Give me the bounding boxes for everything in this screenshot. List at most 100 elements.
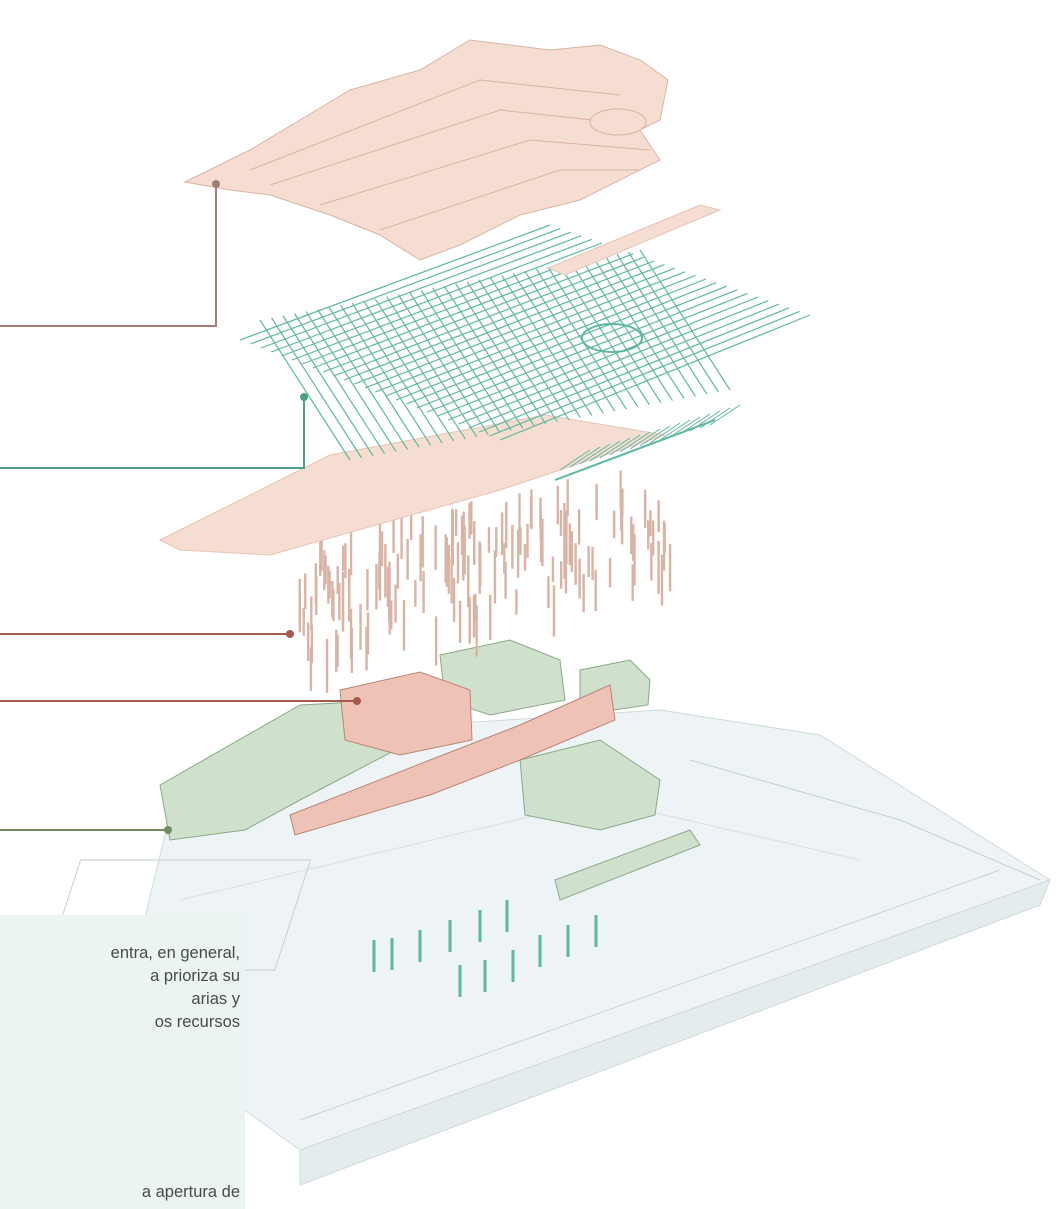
roof-ridge-4 [379, 169, 640, 231]
description-panel: entra, en general, a prioriza su arias y… [0, 915, 245, 1209]
roof-structure-beam [489, 310, 800, 437]
roof-structure-beam [374, 271, 686, 393]
roof-structure-beam [291, 242, 603, 361]
roof-structure-strip-rib [589, 440, 621, 462]
roof-structure-beam [270, 235, 582, 353]
roof-structure-purlin [512, 273, 604, 414]
roof-structure-purlin [340, 304, 432, 446]
roof-structure-purlin [455, 283, 547, 425]
description-line: os recursos [154, 1013, 240, 1031]
roof-structure-purlin [524, 270, 616, 412]
roof-structure-purlin [351, 302, 443, 444]
leader-roof-structure-dot [300, 393, 308, 401]
roof-structure-strip-rib [569, 446, 601, 468]
roof-structure-purlin [397, 294, 489, 435]
roof-structure-purlin [570, 262, 662, 404]
site-base-layer [44, 709, 1052, 1186]
roof-structure-beam [281, 238, 592, 357]
roof-structure-purlin [305, 311, 397, 452]
site-base-fence [689, 759, 1041, 881]
upper-strip-slab [546, 204, 722, 276]
roof-structure-purlin [639, 249, 731, 391]
roof-structure-purlin [317, 309, 409, 450]
gazebo-structure [581, 323, 643, 353]
leader-roof-dot [212, 180, 220, 188]
walls-new-center-block [339, 671, 473, 756]
roof-structure-purlin [259, 319, 351, 461]
roof-structure-beam [499, 314, 811, 441]
walls-existing-right-block [519, 739, 661, 831]
leader-walls-new-dot [353, 697, 361, 705]
roof-structure-purlin [489, 277, 581, 418]
roof-layer [183, 39, 669, 261]
base-teal-columns [372, 900, 598, 997]
roof-structure-beam [426, 289, 738, 413]
roof-ridge-1 [249, 79, 621, 171]
roof-structure-strip-rib [669, 416, 701, 438]
roof-structure-strip-rib [629, 428, 661, 450]
roof-ridge-3 [319, 139, 651, 206]
site-base-fence-2 [299, 869, 1001, 1121]
roof-structure-beam [364, 267, 676, 389]
roof-structure-purlin [501, 275, 593, 416]
roof-structure-purlin [616, 253, 708, 395]
columns-layer [298, 470, 672, 693]
roof-structure-beam [322, 253, 634, 373]
leader-roof [0, 184, 217, 327]
roof-structure-purlin [294, 313, 386, 454]
leader-walls-existing-dot [164, 826, 172, 834]
roof-structure-strip-beam [554, 419, 716, 481]
roof-structure-beam [458, 300, 769, 425]
roof-structure-purlin [466, 281, 558, 423]
roof-structure-beam [354, 264, 665, 385]
roof-structure-beam [478, 307, 790, 433]
roof-structure-purlin [409, 292, 501, 433]
roof-structure-purlin [593, 258, 685, 399]
roof-structure-purlin [604, 256, 696, 397]
walls-new-layer [289, 671, 616, 836]
roof-structure-purlin [363, 300, 455, 442]
roof-structure-strip-rib [659, 419, 691, 441]
roof-dome [589, 108, 647, 136]
roof-surface [183, 39, 669, 261]
roof-structure-strip-rib [639, 425, 671, 447]
roof-structure-beam [447, 296, 759, 421]
description-line: entra, en general, [110, 944, 240, 962]
roof-structure-strip-rib [649, 422, 681, 444]
roof-structure-beam [239, 224, 551, 341]
leader-roof-structure [0, 397, 305, 469]
description-text: entra, en general, a prioriza su arias y… [0, 915, 245, 1209]
roof-structure-strip-rib [609, 434, 641, 456]
roof-structure-purlin [374, 298, 466, 440]
roof-structure-purlin [271, 317, 363, 459]
roof-structure-purlin [420, 289, 512, 431]
roof-structure-purlin [443, 285, 535, 427]
roof-structure-strip-rib [559, 449, 591, 471]
roof-structure-beam [343, 260, 655, 381]
roof-structure-beam [406, 282, 717, 405]
site-base-side [299, 879, 1051, 1186]
roof-structure-beam [416, 285, 728, 409]
roof-structure-strip-rib [619, 431, 651, 453]
leader-columns-dot [286, 630, 294, 638]
roof-structure-purlin [282, 315, 374, 457]
roof-structure-purlin [432, 287, 524, 429]
roof-structure-strip-rib [709, 404, 741, 426]
leader-lines [0, 180, 361, 834]
roof-structure-beam [333, 256, 644, 377]
roof-structure-purlin [478, 279, 570, 421]
walls-existing-layer [159, 639, 661, 841]
roof-structure-beam [260, 231, 572, 349]
walls-existing-left-block [159, 699, 406, 841]
roof-structure-purlin [627, 251, 719, 393]
roof-structure-strip-rib [599, 437, 631, 459]
roof-structure-layer [239, 224, 811, 481]
roof-structure-strip-rib [579, 443, 611, 465]
roof-structure-purlin [581, 260, 673, 401]
roof-structure-purlin [558, 264, 650, 406]
roof-structure-purlin [328, 306, 420, 448]
description-line: arias y [191, 990, 240, 1008]
roof-structure-beam [395, 278, 707, 401]
description-line: a prioriza su [150, 967, 240, 985]
